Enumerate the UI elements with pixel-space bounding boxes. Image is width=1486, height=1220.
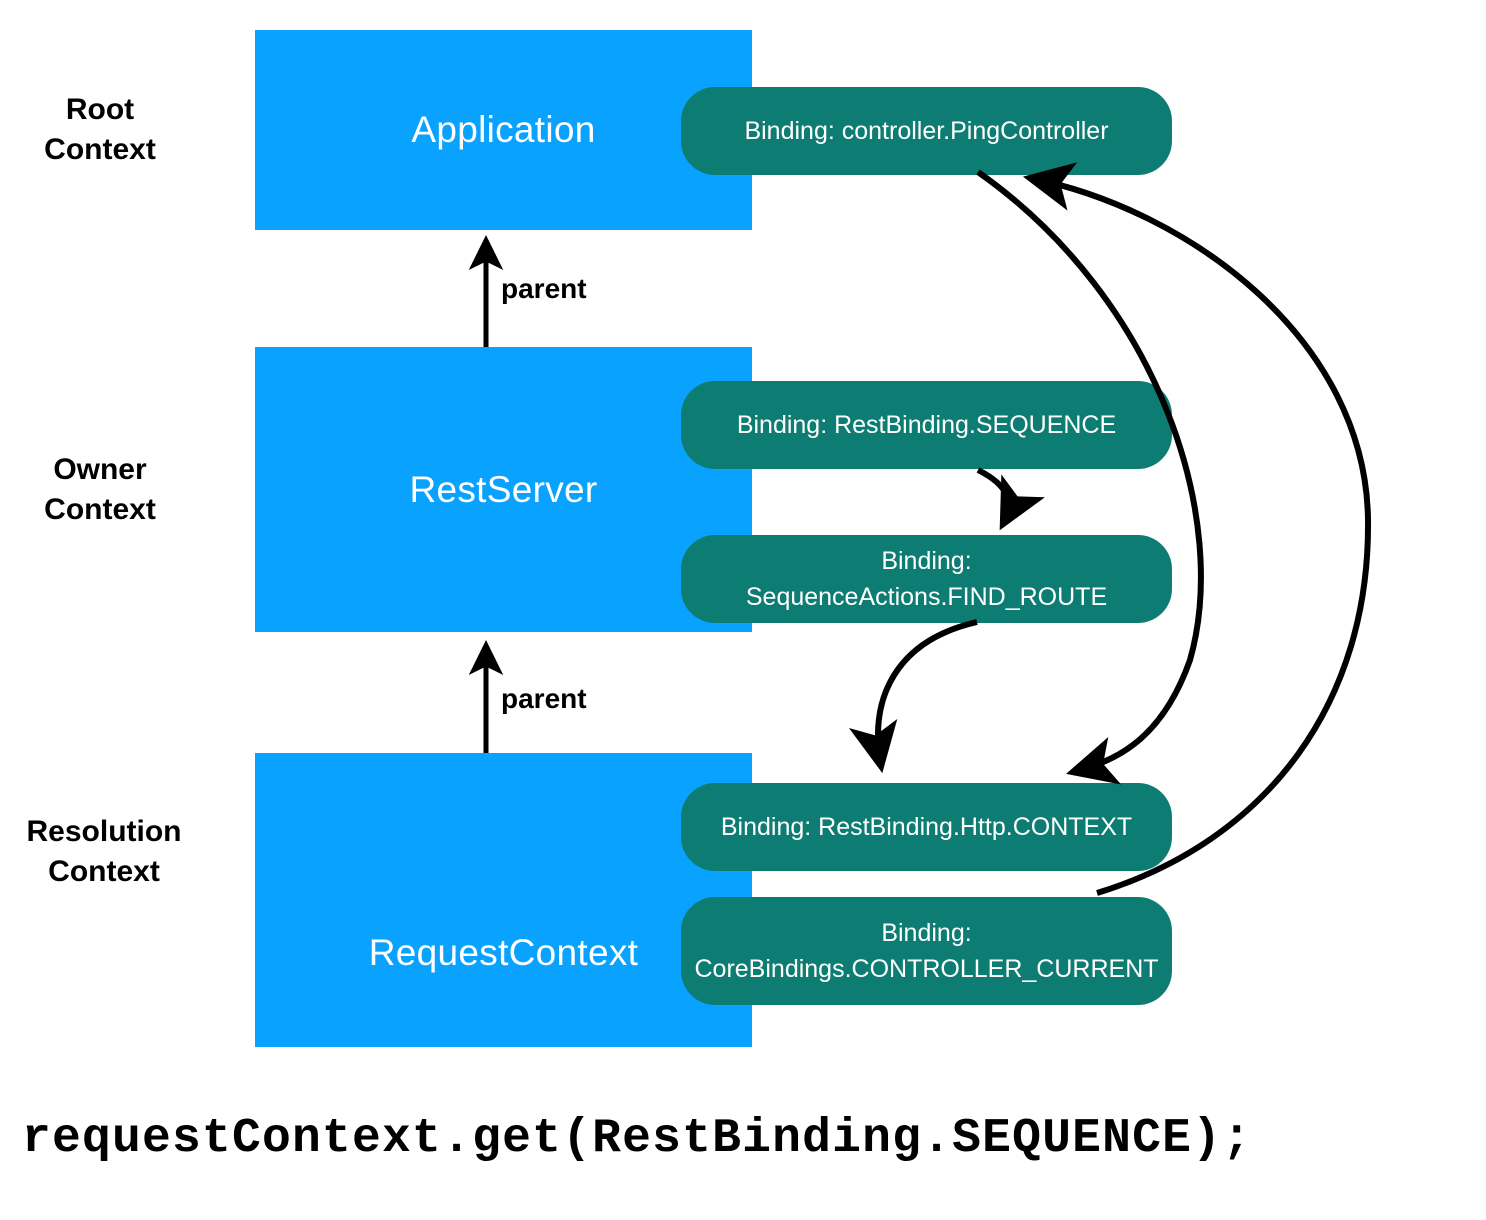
context-box-title-requestcontext: RequestContext xyxy=(368,932,639,973)
binding-pill-rest-binding-http-context[interactable]: Binding: RestBinding.Http.CONTEXT xyxy=(681,783,1172,871)
binding-pill-label: Binding: SequenceActions.FIND_ROUTE xyxy=(745,547,1108,611)
edge-label-parent-resolution-to-owner: parent xyxy=(501,683,587,714)
arrow-find-route-to-http-context xyxy=(848,619,978,774)
binding-pill-label: Binding: RestBinding.SEQUENCE xyxy=(736,411,1117,439)
context-box-restserver[interactable]: RestServer xyxy=(255,347,752,632)
context-box-title-application: Application xyxy=(411,109,596,150)
arrow-ping-controller-to-http-context xyxy=(976,169,1204,785)
binding-pill-label: Binding: RestBinding.Http.CONTEXT xyxy=(720,813,1133,841)
arrow-sequence-to-find-route xyxy=(976,467,1045,531)
binding-pill-label: Binding: controller.PingController xyxy=(744,117,1109,145)
edge-label-parent-owner-to-root: parent xyxy=(501,273,587,304)
context-label-root: Root Context xyxy=(44,93,156,166)
code-caption: requestContext.get(RestBinding.SEQUENCE)… xyxy=(22,1112,1253,1166)
binding-pill-rest-binding-sequence[interactable]: Binding: RestBinding.SEQUENCE xyxy=(681,381,1172,469)
binding-pill-core-bindings-controller-current[interactable]: Binding: CoreBindings.CONTROLLER_CURRENT xyxy=(681,897,1172,1005)
context-label-resolution: Resolution Context xyxy=(26,815,182,888)
binding-pill-label: Binding: CoreBindings.CONTROLLER_CURRENT xyxy=(694,919,1159,983)
binding-pill-ping-controller[interactable]: Binding: controller.PingController xyxy=(681,87,1172,175)
context-box-requestcontext[interactable]: RequestContext xyxy=(255,753,752,1047)
context-box-application[interactable]: Application xyxy=(255,30,752,230)
context-box-title-restserver: RestServer xyxy=(409,468,598,510)
context-label-owner: Owner Context xyxy=(44,453,156,526)
binding-pill-sequence-actions-find-route[interactable]: Binding: SequenceActions.FIND_ROUTE xyxy=(681,535,1172,623)
